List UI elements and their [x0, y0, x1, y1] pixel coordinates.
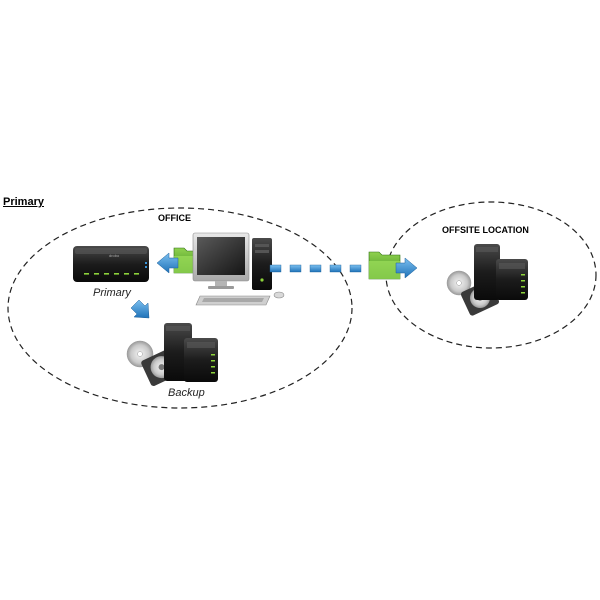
offsite-folder-icon [368, 251, 401, 280]
desktop-computer-icon [192, 232, 285, 306]
primary-device-caption: Primary [93, 287, 131, 299]
arrow-icon [156, 252, 179, 274]
primary-to-backup-arrow-icon [130, 299, 150, 319]
office-zone-boundary [7, 207, 353, 409]
offsite-backup-drive-icon [446, 244, 528, 316]
svg-text:drobo: drobo [109, 253, 120, 258]
offsite-connection-line [269, 264, 362, 273]
page-heading: Primary [3, 196, 44, 208]
office-zone-title: OFFICE [158, 213, 191, 223]
offsite-arrow-icon [395, 257, 418, 279]
offsite-zone-title: OFFSITE LOCATION [442, 225, 529, 235]
backup-device-caption: Backup [168, 387, 205, 399]
backup-drive-icon [126, 323, 218, 386]
nas-array-icon: drobo [73, 246, 149, 282]
